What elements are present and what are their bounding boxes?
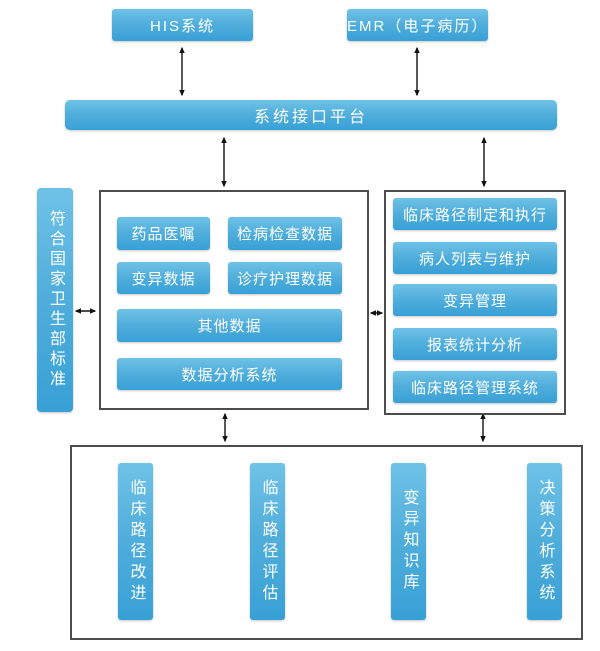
box-diagnosis-care-data: 诊疗护理数据 (228, 262, 342, 294)
box-variance-knowledge-base: 变异知识库 (391, 463, 426, 620)
box-variance-management: 变异管理 (393, 284, 557, 316)
box-report-statistics-analysis: 报表统计分析 (393, 328, 557, 360)
decision-analysis-system-label: 决策分析系统 (536, 478, 554, 605)
pathway-evaluation-label: 临床路径评估 (259, 478, 277, 605)
box-patient-list-maintain: 病人列表与维护 (393, 242, 557, 274)
node-his-system: HIS系统 (112, 9, 253, 41)
box-pathway-management-system: 临床路径管理系统 (393, 371, 557, 403)
box-data-analysis-system: 数据分析系统 (117, 358, 342, 390)
pathway-improvement-label: 临床路径改进 (127, 478, 145, 605)
variance-knowledge-base-label: 变异知识库 (400, 489, 418, 594)
box-pathway-evaluation: 临床路径评估 (250, 463, 285, 620)
platform-bar: 系统接口平台 (65, 100, 557, 130)
box-drug-orders: 药品医嘱 (117, 217, 210, 250)
standard-sidebar: 符合国家卫生部标准 (37, 188, 73, 412)
standard-sidebar-label: 符合国家卫生部标准 (47, 210, 64, 390)
box-variance-data: 变异数据 (117, 262, 210, 294)
box-decision-analysis-system: 决策分析系统 (527, 463, 562, 620)
bottom-group-container (70, 445, 583, 640)
box-pathway-improvement: 临床路径改进 (118, 463, 153, 620)
box-pathway-define-execute: 临床路径制定和执行 (393, 198, 557, 230)
box-other-data: 其他数据 (117, 309, 342, 342)
box-exam-check-data: 检病检查数据 (228, 217, 342, 250)
node-emr: EMR（电子病历） (347, 9, 488, 41)
